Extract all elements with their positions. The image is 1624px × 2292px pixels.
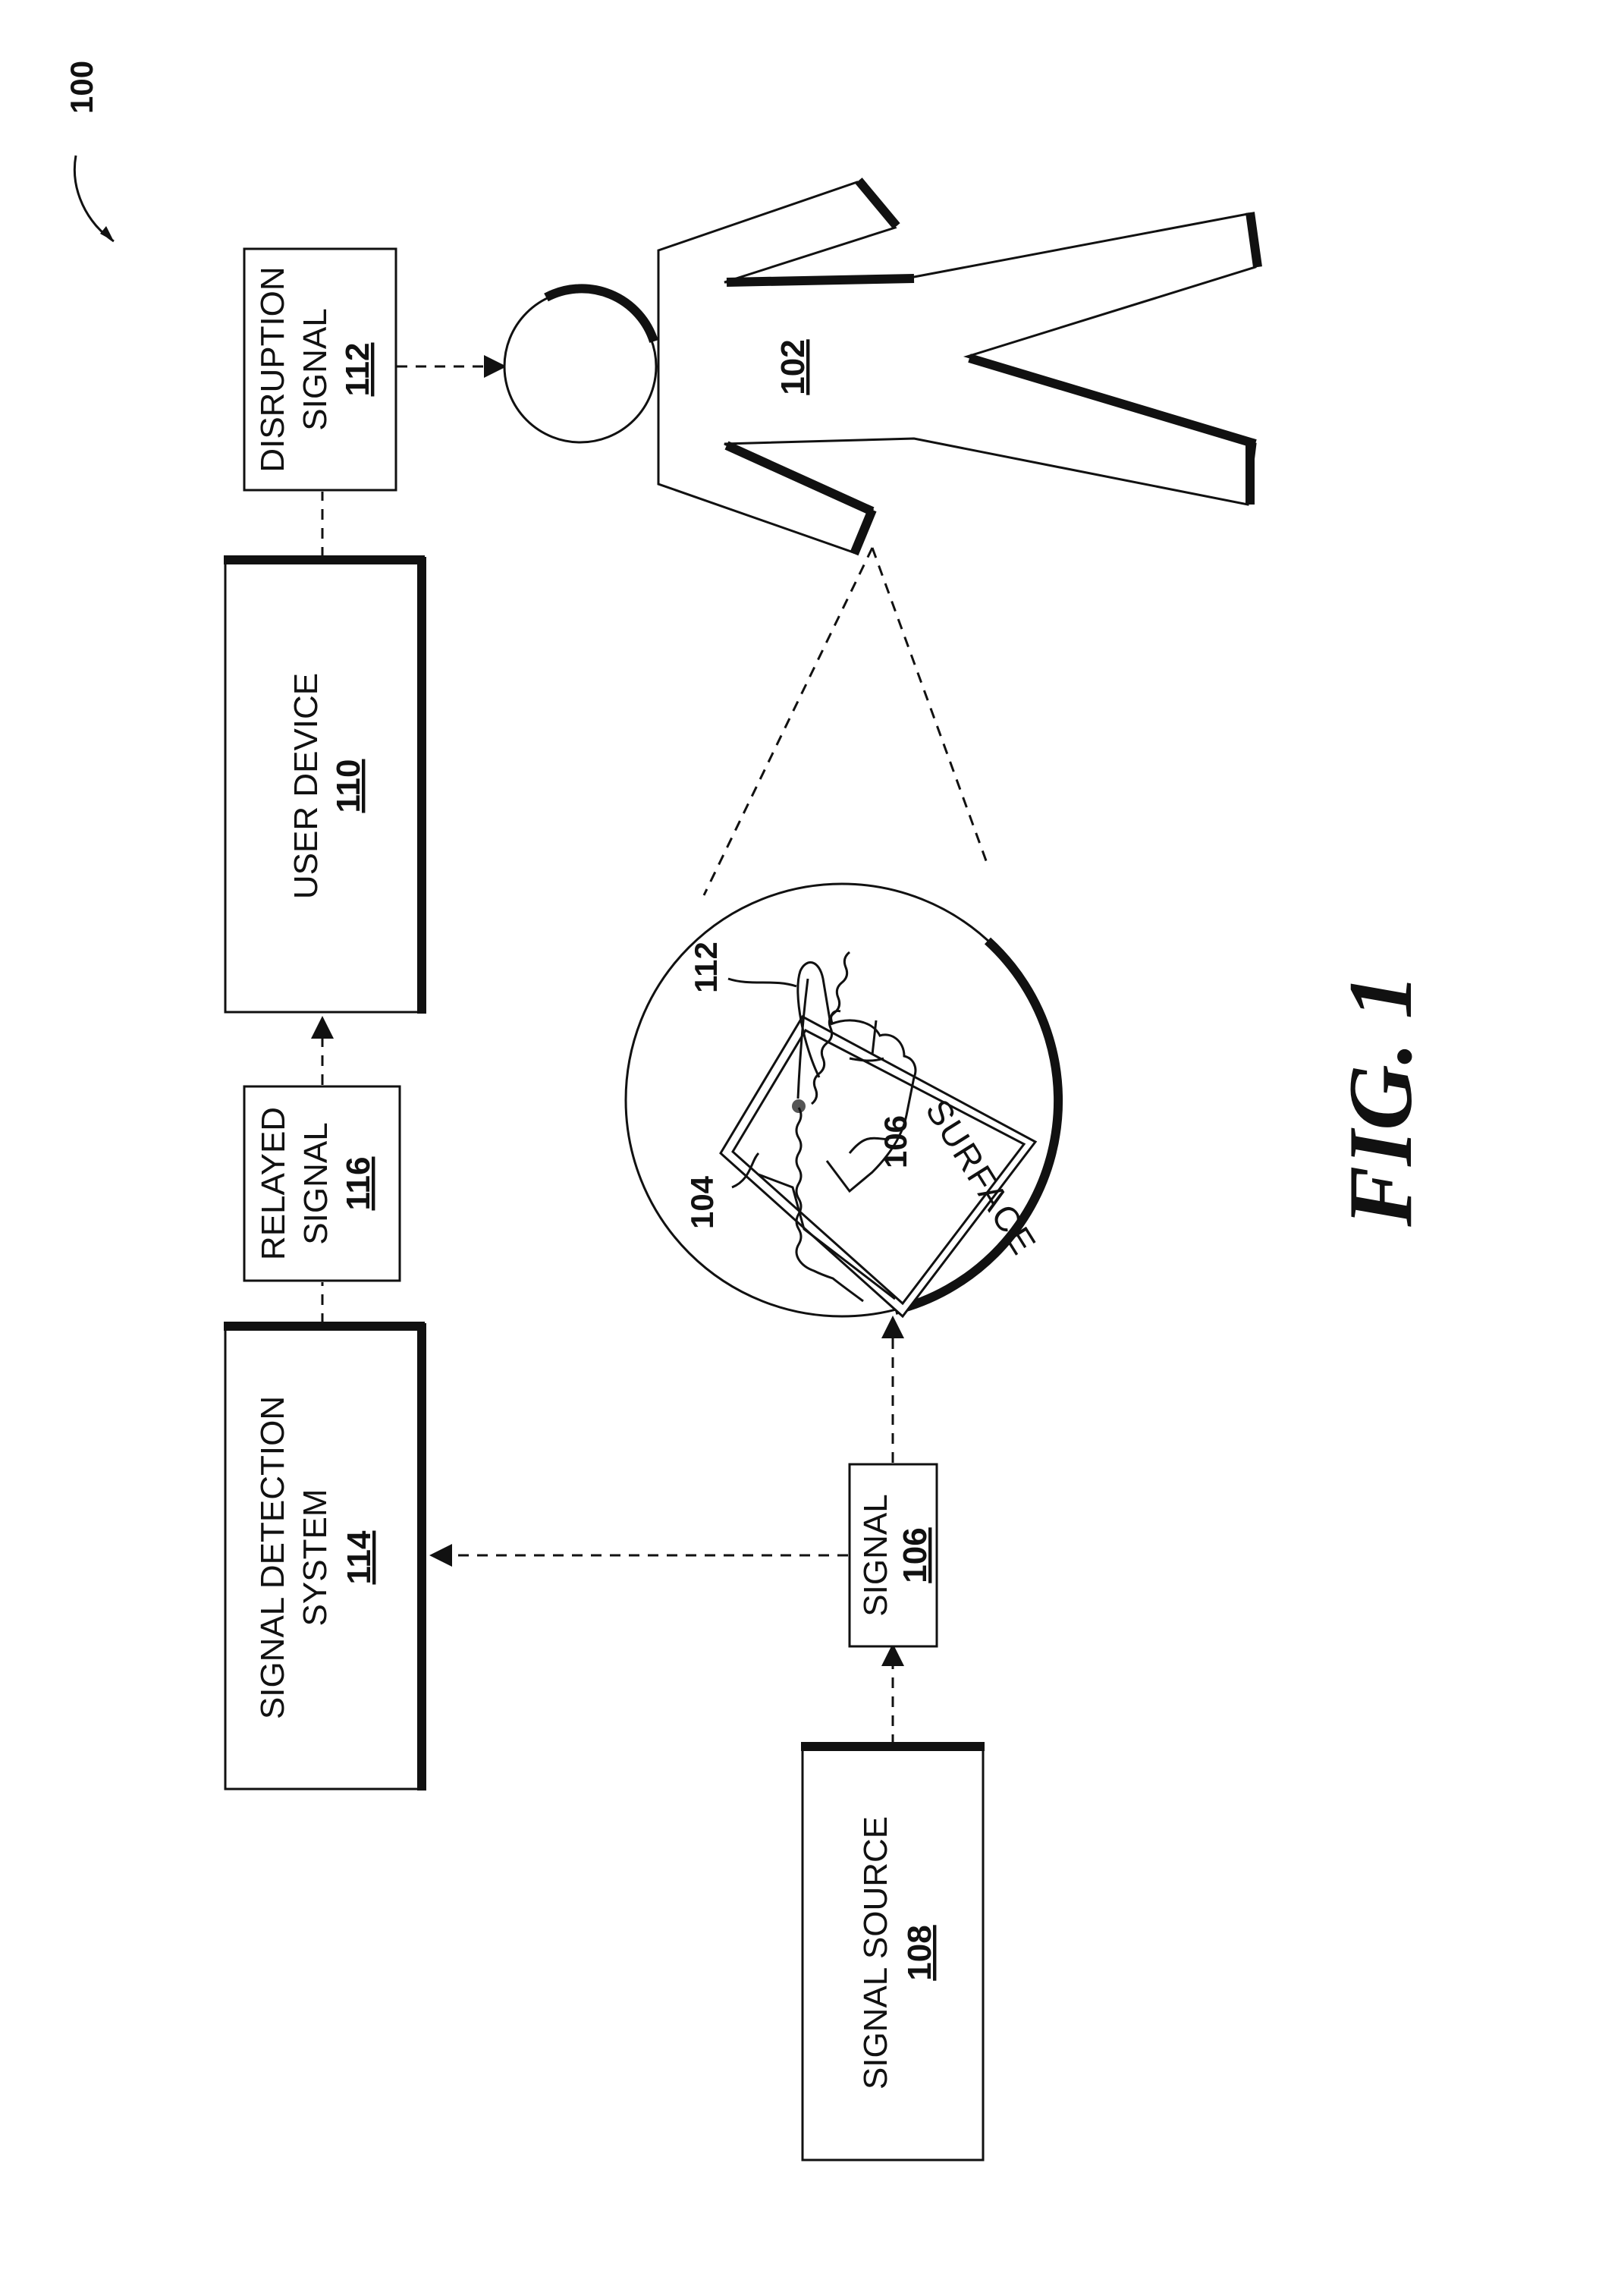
- touch-inset: SURFACE 104 106 112: [626, 884, 1058, 1316]
- zoom-line-upper: [704, 548, 872, 895]
- figure-label: FIG. 1: [1330, 973, 1431, 1227]
- disruption-signal-label-1: DISRUPTION: [254, 266, 291, 472]
- user-figure: 102: [504, 181, 1258, 554]
- signal-number: 106: [897, 1527, 934, 1583]
- user-armpit-upper-shadow: [727, 278, 914, 282]
- relayed-signal-box: RELAYED SIGNAL 116: [244, 1086, 400, 1281]
- reference-100-arrow: [74, 156, 114, 241]
- signal-source-box: SIGNAL SOURCE 108: [801, 1747, 985, 2160]
- signal-source-number: 108: [901, 1925, 938, 1980]
- reference-100: 100: [64, 61, 114, 241]
- signal-label: SIGNAL: [857, 1494, 894, 1616]
- callout-104-label: 104: [684, 1175, 720, 1229]
- reference-100-label: 100: [64, 61, 99, 114]
- relayed-signal-label-1: RELAYED: [255, 1107, 292, 1260]
- disruption-signal-number: 112: [339, 343, 376, 397]
- signal-detection-number: 114: [341, 1530, 378, 1585]
- signal-box: SIGNAL 106: [850, 1464, 937, 1646]
- disruption-signal-label-2: SIGNAL: [297, 308, 334, 430]
- user-device-number: 110: [330, 759, 367, 813]
- callout-112-label: 112: [688, 942, 724, 993]
- signal-detection-system-box: SIGNAL DETECTION SYSTEM 114: [224, 1323, 425, 1791]
- user-number: 102: [774, 339, 812, 395]
- user-device-box: USER DEVICE 110: [224, 557, 425, 1014]
- reference-100-arrowhead: [100, 226, 114, 241]
- signal-detection-label-2: SYSTEM: [297, 1489, 334, 1627]
- user-device-label: USER DEVICE: [287, 673, 325, 899]
- callout-106-label: 106: [878, 1115, 913, 1168]
- relayed-signal-label-2: SIGNAL: [297, 1122, 335, 1244]
- disruption-signal-box: DISRUPTION SIGNAL 112: [244, 249, 396, 490]
- touch-point: [792, 1099, 806, 1113]
- zoom-line-lower: [872, 548, 988, 865]
- signal-source-label: SIGNAL SOURCE: [857, 1816, 894, 2089]
- relayed-signal-number: 116: [340, 1157, 377, 1211]
- signal-detection-label-1: SIGNAL DETECTION: [254, 1396, 291, 1719]
- user-body: [658, 182, 1255, 552]
